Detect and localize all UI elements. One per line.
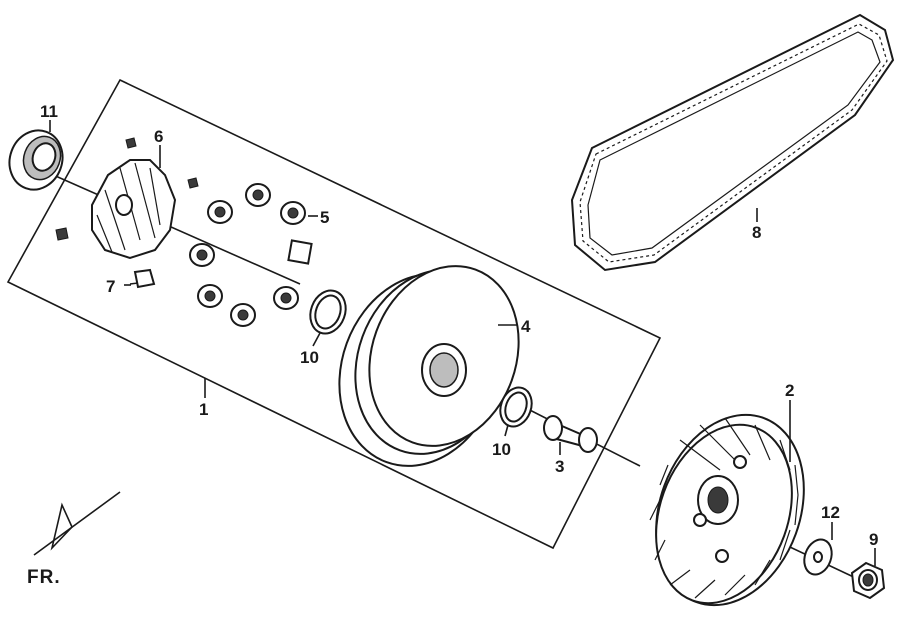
movable-drive-face-part	[338, 265, 520, 467]
roller-b	[207, 200, 233, 224]
assembly-outline	[6, 78, 662, 550]
front-direction-arrow	[33, 491, 121, 556]
roller-h	[273, 286, 299, 310]
callout-1: 1	[199, 400, 208, 419]
leader-lines	[49, 120, 876, 566]
drive-belt-part	[570, 13, 895, 272]
callout-10-upper: 10	[300, 348, 319, 367]
callout-4: 4	[521, 317, 531, 336]
oil-seal-part	[8, 129, 64, 191]
ramp-plate-part	[55, 137, 199, 260]
o-ring-upper-part	[309, 289, 347, 335]
callout-10-lower: 10	[492, 440, 511, 459]
roller-e	[189, 243, 215, 267]
callout-7: 7	[106, 277, 115, 296]
callout-8: 8	[752, 223, 761, 242]
front-direction-label: FR.	[27, 567, 61, 588]
roller-d	[287, 239, 313, 265]
roller-g	[230, 303, 256, 327]
callout-5: 5	[320, 208, 329, 227]
roller-f	[197, 284, 223, 308]
washer-part	[803, 538, 833, 576]
o-ring-lower-part	[499, 386, 533, 428]
callout-11: 11	[40, 102, 58, 121]
collar-part	[543, 415, 598, 453]
callout-3: 3	[555, 457, 564, 476]
weight-rollers-group	[189, 183, 313, 327]
callout-12: 12	[821, 503, 840, 522]
roller-a	[245, 183, 271, 207]
callout-6: 6	[154, 127, 163, 146]
roller-c	[280, 201, 306, 225]
slide-piece-part	[129, 268, 156, 289]
callout-2: 2	[785, 381, 794, 400]
drive-face-fan-part	[649, 413, 805, 607]
callout-labels: 11 6 5 7 10 4 1 10 3 8 2 12 9	[40, 102, 878, 549]
callout-9: 9	[869, 530, 878, 549]
nut-part	[850, 561, 886, 600]
